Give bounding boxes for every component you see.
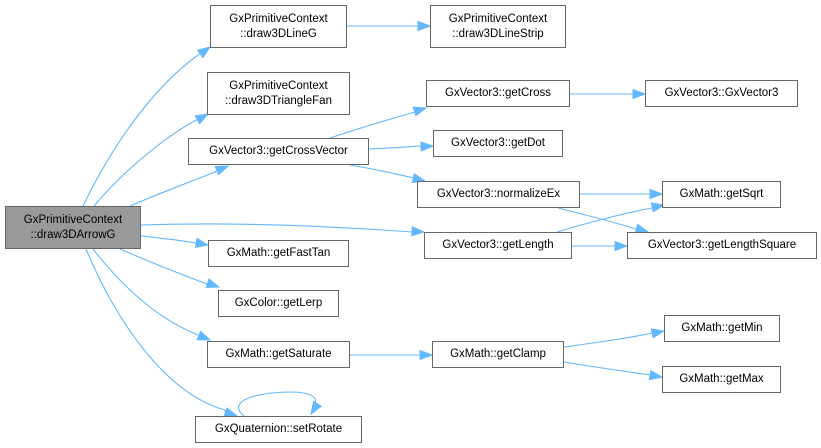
arrowhead-icon bbox=[614, 240, 629, 252]
node-label-line: GxMath::getMin bbox=[681, 322, 763, 334]
edge-root-to-getLength bbox=[140, 223, 413, 233]
arrowhead-icon bbox=[310, 400, 323, 416]
arrowhead-icon bbox=[205, 278, 221, 289]
node-getSqrt[interactable]: GxMath::getSqrt bbox=[662, 181, 781, 208]
node-label-line: GxVector3::getLength bbox=[442, 239, 554, 251]
arrowhead-icon bbox=[412, 106, 428, 117]
arrowhead-icon bbox=[649, 188, 664, 200]
node-draw3DLineStrip[interactable]: GxPrimitiveContext ::draw3DLineStrip bbox=[430, 5, 566, 48]
node-label-line: GxVector3::getCrossVector bbox=[209, 145, 348, 157]
node-label-line: GxPrimitiveContext bbox=[448, 12, 548, 25]
node-getLength[interactable]: GxVector3::getLength bbox=[424, 232, 572, 259]
node-label-line: ::draw3DArrowG bbox=[30, 228, 116, 241]
node-label-line: GxPrimitiveContext bbox=[23, 213, 123, 226]
arrowhead-icon bbox=[196, 330, 212, 341]
arrowhead-icon bbox=[419, 349, 434, 361]
arrowhead-icon bbox=[632, 88, 647, 100]
node-label-line: GxMath::getMax bbox=[679, 373, 764, 385]
node-setRotate[interactable]: GxQuaternion::setRotate bbox=[195, 416, 362, 443]
arrowhead-icon bbox=[420, 141, 435, 152]
node-getCross[interactable]: GxVector3::getCross bbox=[426, 80, 570, 107]
arrowhead-icon bbox=[650, 202, 666, 213]
edge-getLength-to-getSqrt bbox=[556, 207, 653, 233]
edge-root-to-getFastTan bbox=[140, 235, 197, 244]
node-label-line: GxMath::getSqrt bbox=[679, 188, 764, 200]
node-label-line: GxMath::getSaturate bbox=[225, 348, 332, 360]
edge-getCrossVector-to-getCross bbox=[329, 111, 416, 139]
node-normalizeEx[interactable]: GxVector3::normalizeEx bbox=[417, 181, 580, 208]
node-getClamp[interactable]: GxMath::getClamp bbox=[432, 341, 564, 368]
arrowhead-icon bbox=[194, 113, 210, 125]
node-getSaturate[interactable]: GxMath::getSaturate bbox=[207, 341, 350, 368]
node-getCrossVector[interactable]: GxVector3::getCrossVector bbox=[188, 138, 369, 165]
arrowhead-icon bbox=[194, 237, 210, 248]
node-getFastTan[interactable]: GxMath::getFastTan bbox=[208, 240, 349, 267]
node-label-line: GxQuaternion::setRotate bbox=[214, 423, 343, 435]
node-label-line: GxVector3::normalizeEx bbox=[436, 188, 561, 200]
node-label-line: ::draw3DLineStrip bbox=[452, 27, 544, 40]
edge-root-to-draw3DTriangleFan bbox=[93, 119, 197, 207]
arrowhead-icon bbox=[417, 20, 432, 32]
node-label-line: GxVector3::getDot bbox=[451, 137, 545, 149]
node-label-line: GxMath::getFastTan bbox=[226, 247, 331, 259]
node-label-line: ::draw3DLineG bbox=[240, 27, 317, 40]
edge-getClamp-to-getMin bbox=[563, 332, 653, 348]
edge-getCrossVector-to-getDot bbox=[368, 145, 422, 150]
edge-root-to-getSaturate bbox=[92, 248, 199, 336]
node-getDot[interactable]: GxVector3::getDot bbox=[433, 130, 563, 157]
node-label-line: GxVector3::getCross bbox=[444, 87, 552, 99]
arrowhead-icon bbox=[648, 369, 664, 381]
edge-root-to-getCrossVector bbox=[129, 171, 216, 207]
node-getMin[interactable]: GxMath::getMin bbox=[664, 315, 780, 342]
node-draw3DLineG[interactable]: GxPrimitiveContext ::draw3DLineG bbox=[210, 5, 347, 48]
arrowhead-icon bbox=[650, 328, 666, 339]
node-label-line: GxPrimitiveContext bbox=[229, 79, 328, 92]
edge-root-to-setRotate bbox=[85, 248, 226, 411]
edge-getClamp-to-getMax bbox=[563, 361, 651, 376]
node-label-line: GxPrimitiveContext bbox=[229, 12, 328, 25]
node-label-line: ::draw3DTriangleFan bbox=[225, 94, 332, 107]
node-root-draw3DArrowG: GxPrimitiveContext ::draw3DArrowG bbox=[5, 206, 141, 249]
node-label-line: GxMath::getClamp bbox=[450, 348, 546, 360]
arrowhead-icon bbox=[411, 225, 426, 237]
edge-root-to-getLerp bbox=[119, 248, 208, 285]
node-getLerp[interactable]: GxColor::getLerp bbox=[218, 290, 339, 317]
node-getLengthSquare[interactable]: GxVector3::getLengthSquare bbox=[627, 232, 817, 259]
node-draw3DTriangleFan[interactable]: GxPrimitiveContext ::draw3DTriangleFan bbox=[207, 72, 350, 115]
edge-setRotate-to-setRotate bbox=[238, 391, 316, 417]
node-label-line: GxColor::getLerp bbox=[234, 297, 323, 309]
arrowhead-icon bbox=[214, 165, 230, 176]
edge-root-to-draw3DLineG bbox=[82, 54, 199, 207]
arrowhead-icon bbox=[196, 46, 212, 59]
node-label-line: GxVector3::getLengthSquare bbox=[647, 239, 797, 251]
edge-getCrossVector-to-normalizeEx bbox=[349, 164, 415, 179]
node-getMax[interactable]: GxMath::getMax bbox=[662, 366, 781, 393]
node-label-line: GxVector3::GxVector3 bbox=[664, 87, 779, 99]
node-GxVector3-constructor[interactable]: GxVector3::GxVector3 bbox=[645, 80, 798, 107]
edge-normalizeEx-to-getLengthSquare bbox=[557, 207, 637, 230]
